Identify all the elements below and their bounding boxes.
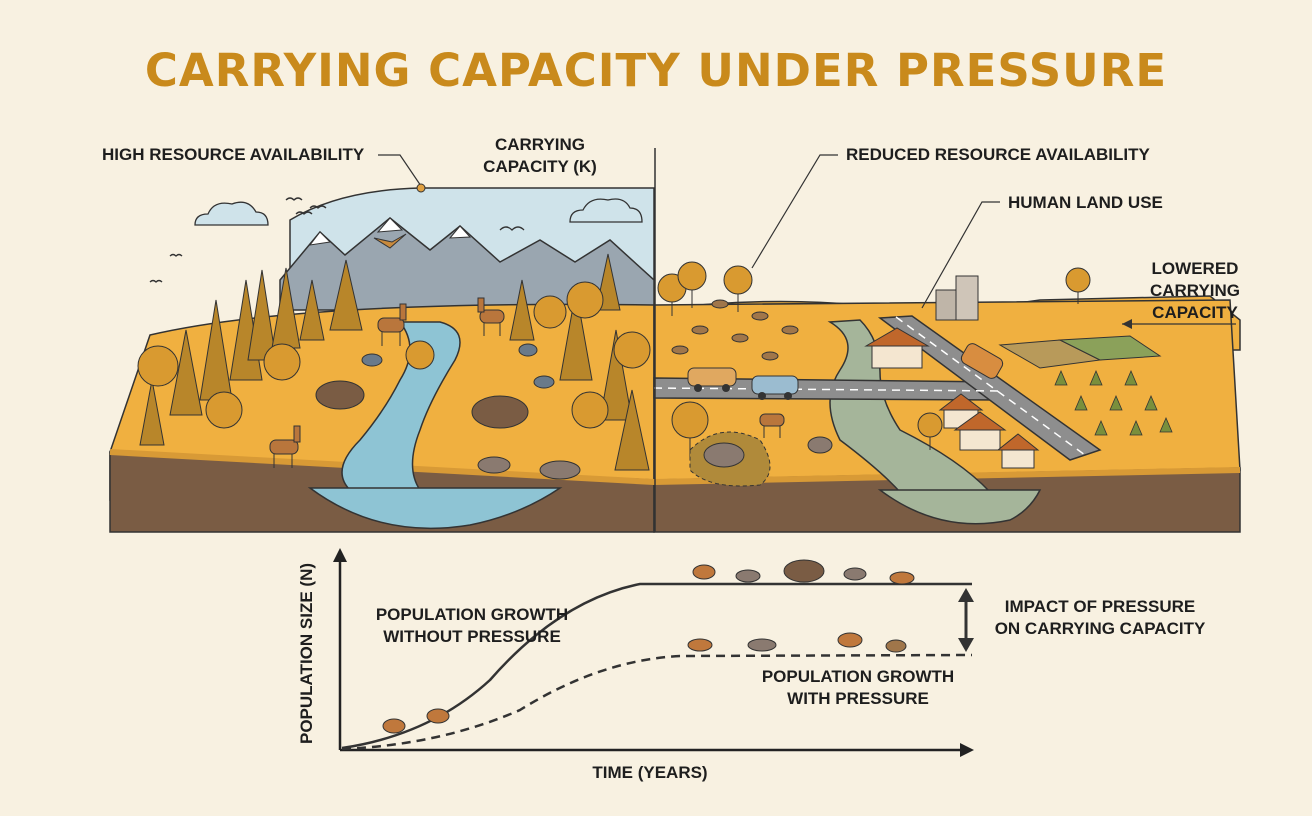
- deer-icon: [269, 425, 301, 468]
- k-marker-dot: [416, 183, 426, 193]
- growth-curve-with-pressure: [341, 653, 973, 751]
- label-growth-with-pressure: POPULATION GROWTH WITH PRESSURE: [748, 666, 968, 710]
- beaver-icon: [807, 436, 833, 454]
- label-reduced-resource: REDUCED RESOURCE AVAILABILITY: [846, 145, 1150, 164]
- bird-icon: [518, 343, 538, 357]
- growth-curve-without-pressure: [341, 582, 972, 750]
- deer-icon: [426, 708, 450, 724]
- fox-icon: [687, 638, 713, 652]
- bird-icon: [533, 375, 555, 389]
- road-diagonal: [877, 315, 1102, 461]
- leader-human-land-use: [921, 201, 1000, 309]
- label-k-line2: CAPACITY (K): [483, 157, 597, 176]
- leader-reduced-resource: [751, 154, 838, 269]
- house-1: [864, 327, 930, 369]
- deer-icon: [692, 564, 716, 580]
- label-lowered-capacity: LOWERED CARRYING CAPACITY: [1140, 258, 1250, 324]
- farm-plot-green: [1058, 335, 1162, 361]
- forest-trees: [137, 253, 651, 471]
- growth-with-line2: WITH PRESSURE: [787, 689, 929, 708]
- beaver-icon: [885, 639, 907, 653]
- raccoon-icon: [735, 569, 761, 583]
- car-1: [687, 367, 737, 392]
- deer-icon: [382, 718, 406, 734]
- bird-icon: [361, 353, 383, 367]
- label-lowered-line2: CARRYING: [1149, 281, 1241, 300]
- car-2: [751, 375, 799, 400]
- leader-high-resource: [378, 154, 422, 187]
- bear-icon: [783, 559, 825, 583]
- bear-icon: [471, 395, 529, 429]
- house-3: [953, 411, 1007, 451]
- bear-icon: [703, 442, 745, 468]
- deer-icon: [477, 297, 505, 336]
- fox-icon: [477, 456, 511, 474]
- wolf-icon: [539, 460, 581, 480]
- crop-field: [1054, 369, 1173, 436]
- label-lowered-line1: LOWERED: [1151, 259, 1239, 278]
- raccoon-icon: [747, 638, 777, 652]
- tree-stumps: [671, 299, 799, 361]
- label-high-resource: HIGH RESOURCE AVAILABILITY: [102, 145, 365, 164]
- growth-without-line2: WITHOUT PRESSURE: [383, 627, 561, 646]
- deer-icon: [759, 413, 785, 438]
- label-lowered-line3: CAPACITY: [1152, 303, 1238, 322]
- bird-icons: [149, 197, 525, 283]
- cloud-icon: [569, 198, 643, 223]
- apartment-building: [935, 275, 979, 321]
- bear-icon: [315, 380, 365, 410]
- river-pool-left: [307, 487, 563, 530]
- cloud-icon: [194, 201, 269, 226]
- page-title: CARRYING CAPACITY UNDER PRESSURE: [144, 44, 1168, 97]
- label-growth-without-pressure: POPULATION GROWTH WITHOUT PRESSURE: [362, 604, 582, 648]
- label-impact: IMPACT OF PRESSURE ON CARRYING CAPACITY: [980, 596, 1220, 640]
- house-4: [996, 433, 1040, 469]
- label-carrying-capacity: CARRYING CAPACITY (K): [470, 134, 610, 178]
- growth-with-line1: POPULATION GROWTH: [761, 667, 955, 686]
- deer-icon: [837, 632, 863, 648]
- graph-y-axis-label: POPULATION SIZE (N): [297, 562, 316, 744]
- growth-without-line1: POPULATION GROWTH: [375, 605, 569, 624]
- sparse-trees: [657, 261, 1091, 460]
- label-human-land-use: HUMAN LAND USE: [1008, 193, 1163, 212]
- river-pool-right: [877, 489, 1042, 525]
- graph-x-axis-label: TIME (YEARS): [592, 763, 708, 782]
- impact-line2: ON CARRYING CAPACITY: [994, 619, 1206, 638]
- bird-icon: [843, 567, 867, 581]
- hawk-icon: [373, 233, 407, 249]
- deer-icon: [377, 303, 407, 346]
- impact-line1: IMPACT OF PRESSURE: [1004, 597, 1196, 616]
- car-3: [960, 343, 1004, 379]
- beaver-icon: [889, 571, 915, 585]
- label-k-line1: CARRYING: [494, 135, 586, 154]
